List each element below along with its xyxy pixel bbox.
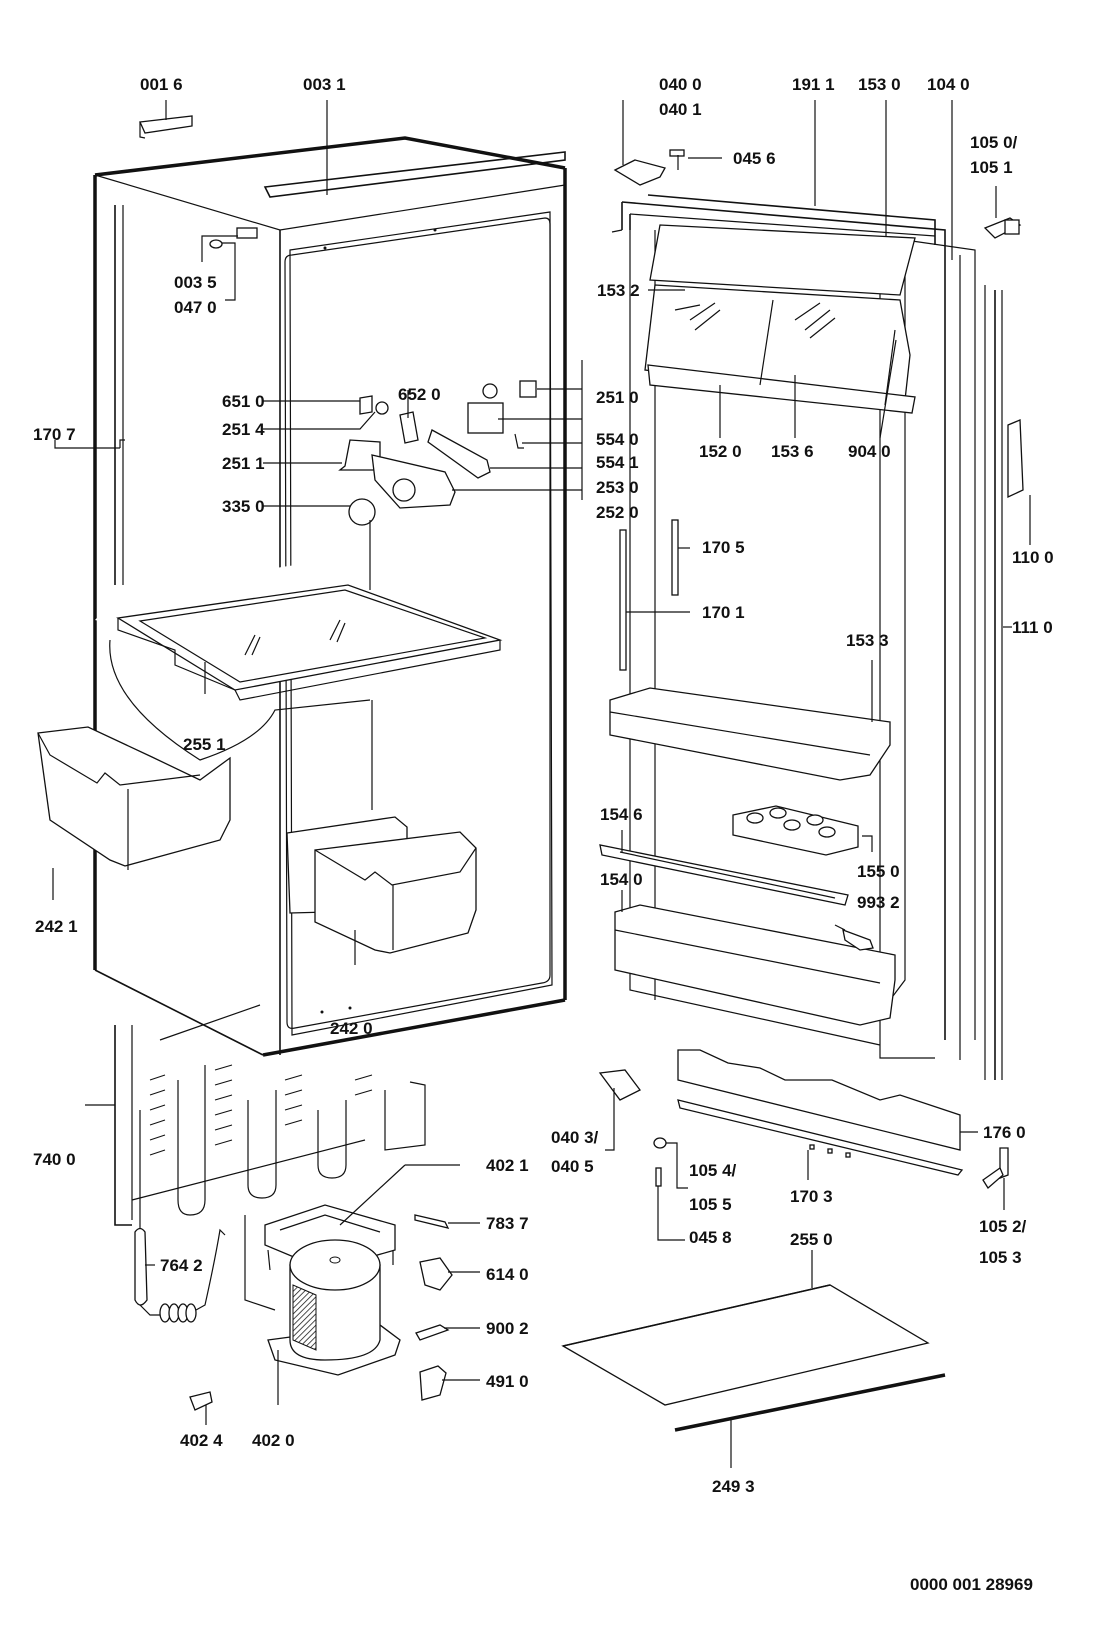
label-7642: 764 2	[160, 1256, 203, 1275]
label-1050: 105 0/	[970, 133, 1018, 152]
label-0456: 045 6	[733, 149, 776, 168]
label-0470: 047 0	[174, 298, 217, 317]
document-reference-number: 0000 001 28969	[910, 1575, 1033, 1594]
part-glass-shelf	[95, 563, 503, 761]
label-0458: 045 8	[689, 1228, 732, 1247]
label-0035: 003 5	[174, 273, 217, 292]
label-4020: 402 0	[252, 1431, 295, 1450]
label-7400: 740 0	[33, 1150, 76, 1169]
part-clamp	[189, 1391, 213, 1425]
part-bottle-retainer	[599, 830, 849, 906]
label-1760: 176 0	[983, 1123, 1026, 1142]
label-0016: 001 6	[140, 75, 183, 94]
part-lower-hinge	[598, 1069, 641, 1151]
part-upper-hinge	[613, 100, 722, 186]
label-9932: 993 2	[857, 893, 900, 912]
part-cover-plate	[561, 1250, 930, 1406]
label-1546: 154 6	[600, 805, 643, 824]
label-0405: 040 5	[551, 1157, 594, 1176]
label-1055: 105 5	[689, 1195, 732, 1214]
label-1100: 110 0	[1012, 548, 1054, 567]
condenser-fins	[149, 1064, 373, 1156]
label-1540: 154 0	[600, 870, 643, 889]
label-1536: 153 6	[771, 442, 814, 461]
label-1703: 170 3	[790, 1187, 833, 1206]
part-base-panel	[677, 1049, 978, 1151]
part-bottle-shelf	[614, 904, 896, 1026]
label-1051: 105 1	[970, 158, 1013, 177]
part-relay-cover	[419, 1365, 480, 1401]
label-1530: 153 0	[858, 75, 901, 94]
label-3350: 335 0	[222, 497, 265, 516]
label-0403: 040 3/	[551, 1128, 599, 1147]
label-1701: 170 1	[702, 603, 745, 622]
label-1054: 105 4/	[689, 1161, 737, 1180]
label-2421: 242 1	[35, 917, 78, 936]
part-dryer	[134, 1110, 226, 1323]
part-crisper-right	[286, 816, 477, 965]
part-cable-clip	[415, 1324, 480, 1341]
label-6510: 651 0	[222, 392, 265, 411]
part-door-hinge-upper	[983, 186, 1022, 239]
label-1053: 105 3	[979, 1248, 1022, 1267]
part-egg-tray	[732, 805, 873, 856]
label-1532: 153 2	[597, 281, 640, 300]
label-1550: 155 0	[857, 862, 900, 881]
label-1705: 170 5	[702, 538, 745, 557]
label-0031: 003 1	[303, 75, 346, 94]
part-door-hinge-lower	[982, 1147, 1009, 1210]
part-front-strip	[674, 1373, 946, 1468]
label-9040: 904 0	[848, 442, 891, 461]
part-bottom-trim	[677, 1099, 964, 1180]
part-handle	[1003, 419, 1031, 628]
label-2514: 251 4	[222, 420, 265, 439]
label-2551: 255 1	[183, 735, 226, 754]
part-control-assembly	[338, 380, 537, 526]
label-6520: 652 0	[398, 385, 441, 404]
part-filter-plug	[414, 1214, 480, 1229]
part-door-fitting	[834, 924, 874, 951]
part-middle-door-shelf	[609, 687, 891, 781]
label-1911: 191 1	[792, 75, 835, 94]
label-2530: 253 0	[596, 478, 639, 497]
label-6140: 614 0	[486, 1265, 529, 1284]
label-4024: 402 4	[180, 1431, 223, 1450]
part-top-bracket	[139, 100, 193, 139]
label-5540: 554 0	[596, 430, 639, 449]
label-2520: 252 0	[596, 503, 639, 522]
label-0401: 040 1	[659, 100, 702, 119]
label-1520: 152 0	[699, 442, 742, 461]
label-2510: 251 0	[596, 388, 639, 407]
part-relay	[419, 1257, 480, 1291]
part-compressor	[267, 1239, 401, 1405]
label-1707: 170 7	[33, 425, 76, 444]
part-condenser	[114, 1004, 426, 1226]
part-butter-compartment	[644, 224, 916, 414]
label-2550: 255 0	[790, 1230, 833, 1249]
label-1052: 105 2/	[979, 1217, 1027, 1236]
label-2493: 249 3	[712, 1477, 755, 1496]
label-7837: 783 7	[486, 1214, 529, 1233]
label-0400: 040 0	[659, 75, 702, 94]
label-1040: 104 0	[927, 75, 970, 94]
label-2420: 242 0	[330, 1019, 373, 1038]
label-2511: 251 1	[222, 454, 265, 473]
label-1110: 111 0	[1012, 618, 1053, 637]
label-1533: 153 3	[846, 631, 889, 650]
label-5541: 554 1	[596, 453, 639, 472]
label-9002: 900 2	[486, 1319, 529, 1338]
label-4910: 491 0	[486, 1372, 529, 1391]
part-labels: 001 6 003 1 003 5 047 0 040 0 040 1 045 …	[33, 75, 1054, 1496]
part-crisper-left	[37, 726, 231, 900]
label-4021: 402 1	[486, 1156, 529, 1175]
refrigerator-door	[611, 201, 1003, 1080]
